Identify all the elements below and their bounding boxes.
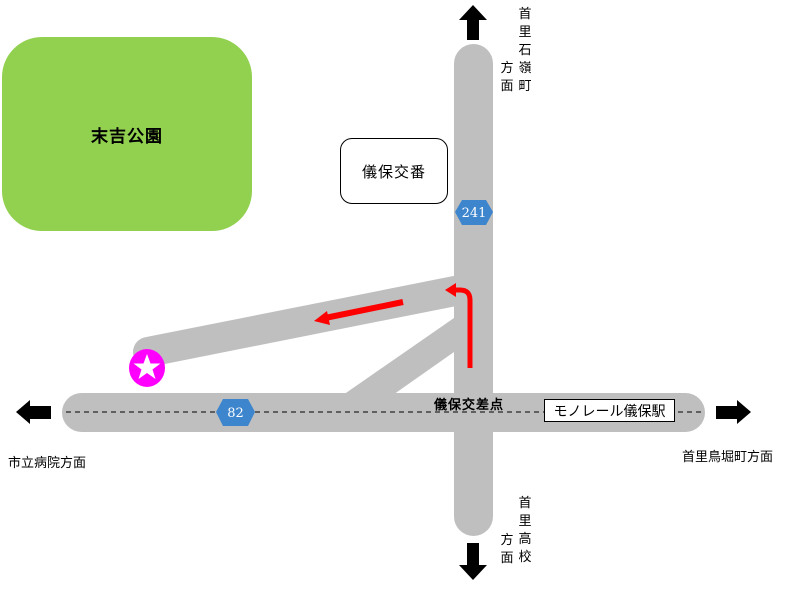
connector-road	[330, 318, 454, 404]
direction-west-label: 市立病院方面	[8, 456, 87, 471]
route-arrowhead-turn	[445, 283, 456, 297]
route-arrowhead-west	[314, 311, 330, 325]
side-road	[133, 275, 475, 367]
direction-south-line2: 方面	[500, 533, 514, 566]
route-badge-82-label: 82	[227, 406, 244, 421]
destination-marker[interactable]	[129, 349, 165, 387]
arrow-north-icon	[459, 5, 487, 40]
arrow-east-icon	[716, 400, 751, 424]
star-icon	[133, 354, 161, 379]
route-badge-241-label: 241	[462, 206, 487, 221]
station-label: モノレール儀保駅	[553, 403, 666, 420]
route-path-west	[324, 299, 404, 321]
route-path-turn	[455, 287, 473, 368]
intersection-label: 儀保交差点	[434, 398, 505, 413]
direction-north-line1: 首里石嶺町	[518, 7, 532, 94]
direction-north-line2: 方面	[500, 61, 514, 94]
park-label: 末吉公園	[91, 126, 163, 147]
direction-south-line1: 首里高校	[518, 496, 532, 565]
route-badge-82: 82	[216, 399, 255, 426]
arrow-south-icon	[459, 543, 487, 580]
direction-east-label: 首里鳥堀町方面	[682, 450, 774, 465]
police-box-label: 儀保交番	[361, 162, 426, 181]
arrow-west-icon	[16, 400, 51, 424]
police-box[interactable]: 儀保交番	[340, 138, 448, 204]
park-sueyoshi[interactable]: 末吉公園	[2, 37, 252, 231]
monorail-station[interactable]: モノレール儀保駅	[544, 399, 675, 422]
route-badge-241: 241	[455, 200, 493, 225]
